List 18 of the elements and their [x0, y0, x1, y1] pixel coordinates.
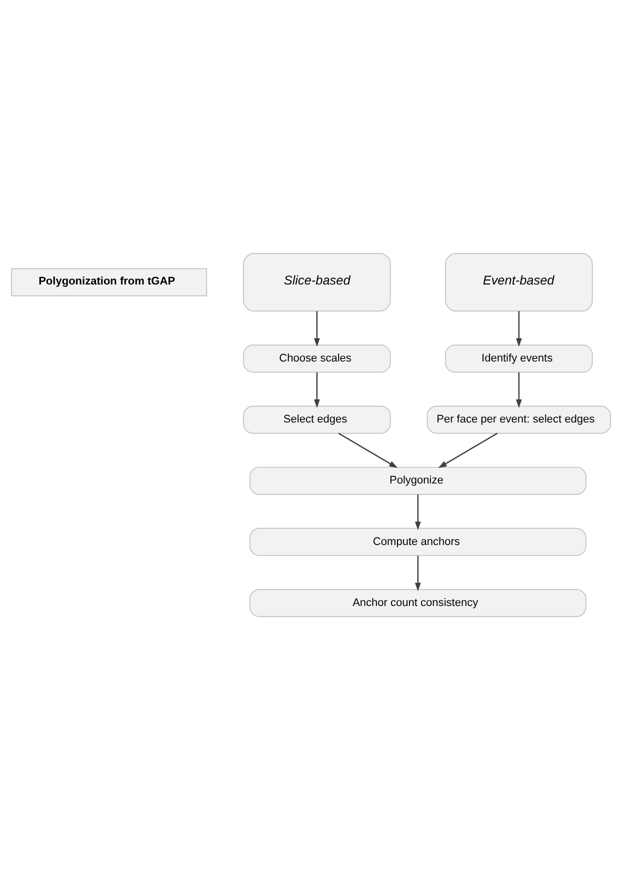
node-box: Slice-based — [243, 252, 391, 312]
node-box: Choose scales — [243, 344, 391, 373]
arrow — [314, 311, 320, 347]
node-box: Anchor count consistency — [249, 589, 586, 618]
node-box: Per face per event: select edges — [426, 406, 611, 434]
arrow — [314, 372, 320, 408]
arrow — [438, 432, 498, 468]
node-box: Event-based — [445, 252, 593, 312]
arrow — [516, 311, 522, 347]
node-box: Select edges — [243, 406, 391, 434]
node-box: Polygonize — [249, 466, 586, 495]
node-box: Identify events — [445, 344, 593, 373]
node-box: Polygonization from tGAP — [11, 268, 208, 296]
arrow — [516, 372, 522, 408]
arrow — [414, 494, 421, 530]
arrow — [414, 556, 421, 592]
arrow — [338, 432, 398, 468]
node-box: Compute anchors — [249, 528, 586, 556]
